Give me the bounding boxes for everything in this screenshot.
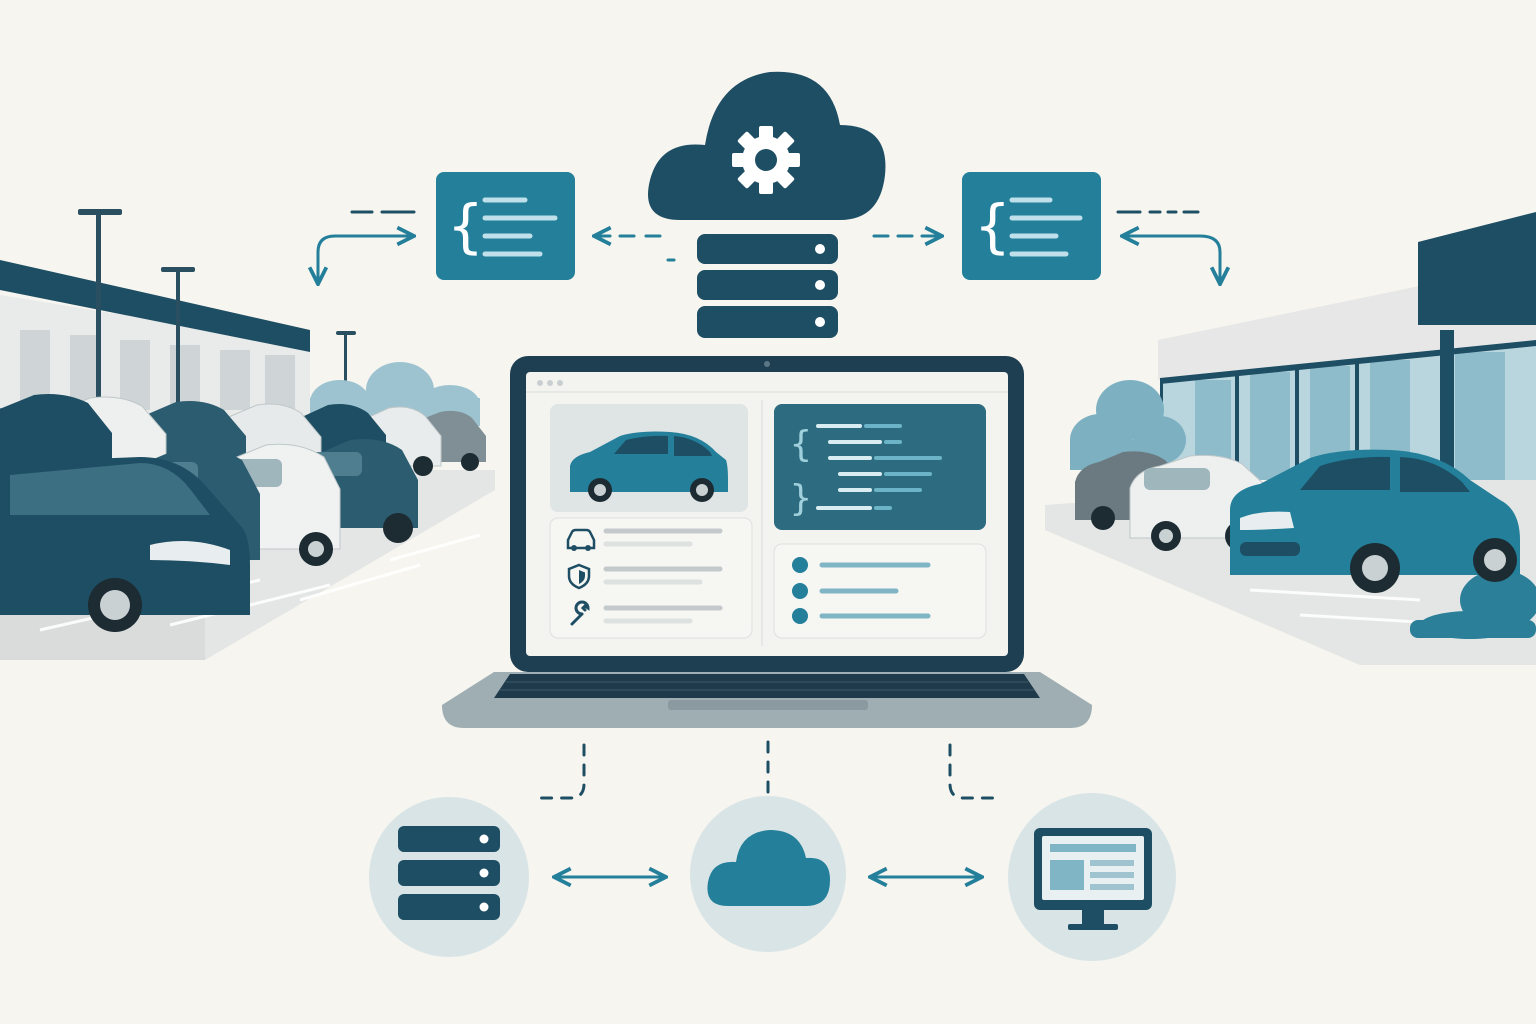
car-preview-card[interactable] [550, 404, 748, 512]
wrench-icon [570, 600, 590, 626]
server-stack-icon [697, 234, 838, 338]
keyboard [494, 674, 1040, 698]
left-code-card: { [436, 172, 575, 280]
shield-icon [567, 563, 591, 590]
code-panel: { } [774, 404, 986, 530]
feature-list-card [773, 543, 987, 639]
cloud-icon [707, 830, 830, 906]
cloud-gear-icon [648, 71, 886, 220]
bottom-cloud-node [690, 796, 846, 952]
left-dealership-scene [0, 209, 495, 660]
right-code-card: { [962, 172, 1101, 280]
bottom-connectors [538, 740, 996, 800]
showroom-cars [1075, 449, 1520, 593]
trackpad [668, 700, 868, 710]
vehicle-info-card [549, 517, 753, 639]
bottom-server-node [369, 797, 529, 957]
featured-car [1230, 449, 1520, 593]
laptop: { } [442, 356, 1092, 728]
svg-text:}: } [790, 478, 812, 519]
code-braces-icon: { [975, 192, 1010, 260]
code-braces-icon: { [448, 192, 483, 260]
top-connectors [318, 210, 1220, 282]
svg-text:{: { [790, 424, 812, 465]
server-icon [398, 826, 500, 920]
right-dealership-scene [1045, 212, 1536, 665]
parked-cars-front [0, 439, 418, 632]
monitor-icon [1034, 828, 1152, 930]
bottom-monitor-node [1008, 793, 1176, 961]
car-image [570, 431, 728, 502]
right-dealership-building [1158, 212, 1536, 480]
light-poles [78, 209, 356, 442]
car-icon [566, 528, 596, 551]
